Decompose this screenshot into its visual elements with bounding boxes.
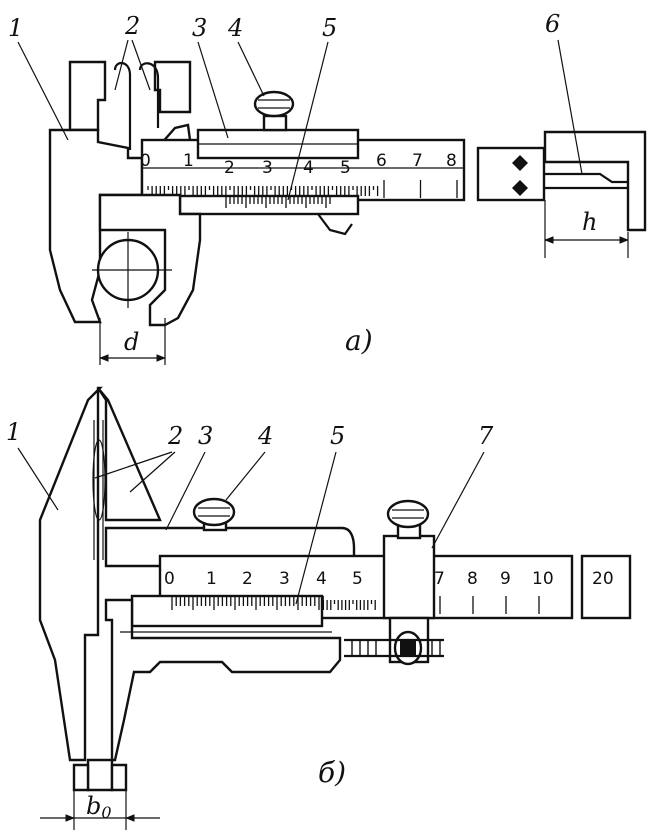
callout-a-4: 4 — [227, 14, 243, 42]
scale-b-3: 3 — [279, 569, 290, 589]
vernier-a — [178, 194, 360, 236]
dimension-b-letter: b — [86, 792, 101, 820]
lower-jaw-a — [98, 193, 202, 327]
callout-b-1: 1 — [6, 418, 21, 446]
beam-a-major-ticks — [383, 180, 458, 198]
callout-b-4: 4 — [257, 422, 273, 450]
scale-b-1: 1 — [206, 569, 217, 589]
scale-a-7: 7 — [412, 151, 423, 171]
callout-a-3: 3 — [192, 14, 207, 42]
scale-a-3: 3 — [262, 158, 273, 178]
scale-b-5: 5 — [352, 569, 363, 589]
scale-a-1: 1 — [183, 151, 194, 171]
caption-b: б) — [318, 756, 346, 789]
scale-b-4: 4 — [316, 569, 327, 589]
depth-part-a: h — [512, 130, 647, 258]
scale-b-0: 0 — [164, 569, 175, 589]
dimension-b0: b0 — [40, 790, 160, 830]
callout-a-1: 1 — [8, 14, 23, 42]
callouts-b: 1 2 3 4 5 7 — [6, 418, 494, 605]
vernier-a-ticks — [225, 196, 331, 208]
callout-b-3: 3 — [198, 422, 213, 450]
figure-b: 0 1 2 3 4 5 6 7 8 9 10 20 — [6, 386, 632, 830]
callout-a-6: 6 — [545, 10, 560, 38]
figure-a: 0 1 2 3 4 5 6 7 8 — [8, 10, 647, 365]
scale-b-8: 8 — [467, 569, 478, 589]
beam-b-major-ticks — [439, 596, 573, 614]
callout-b-2: 2 — [167, 422, 183, 450]
scale-b-2: 2 — [242, 569, 253, 589]
scale-a-4: 4 — [303, 158, 314, 178]
dimension-b0-label: b0 — [86, 792, 112, 822]
vernier-b — [130, 594, 324, 628]
measured-rod-a: d — [92, 232, 172, 365]
inner-jaws-a — [68, 60, 192, 150]
scale-b-7: 7 — [434, 569, 445, 589]
scale-b-20: 20 — [592, 569, 614, 589]
callout-a-5: 5 — [322, 14, 337, 42]
lower-body-b — [104, 598, 342, 762]
scale-a-2: 2 — [224, 158, 235, 178]
scale-a-8: 8 — [446, 151, 457, 171]
dimension-h: h — [582, 208, 597, 236]
dimension-b-subscript: 0 — [101, 803, 111, 822]
caption-a: a) — [345, 324, 373, 357]
clamp-b — [344, 499, 444, 666]
main-jaw-b — [38, 386, 162, 792]
scale-b-9: 9 — [500, 569, 511, 589]
dimension-d: d — [124, 328, 139, 356]
rivet-icon — [512, 155, 528, 196]
scale-a-5: 5 — [340, 158, 351, 178]
scale-b-10: 10 — [532, 569, 554, 589]
callout-b-7: 7 — [478, 422, 494, 450]
callouts-a: 1 2 3 4 5 6 — [8, 10, 583, 201]
scale-a-0: 0 — [140, 151, 151, 171]
slider-a — [196, 90, 360, 160]
scale-a-6: 6 — [376, 151, 387, 171]
adjust-nut-icon — [393, 630, 423, 666]
callout-b-5: 5 — [330, 422, 345, 450]
callout-a-2: 2 — [124, 12, 140, 40]
